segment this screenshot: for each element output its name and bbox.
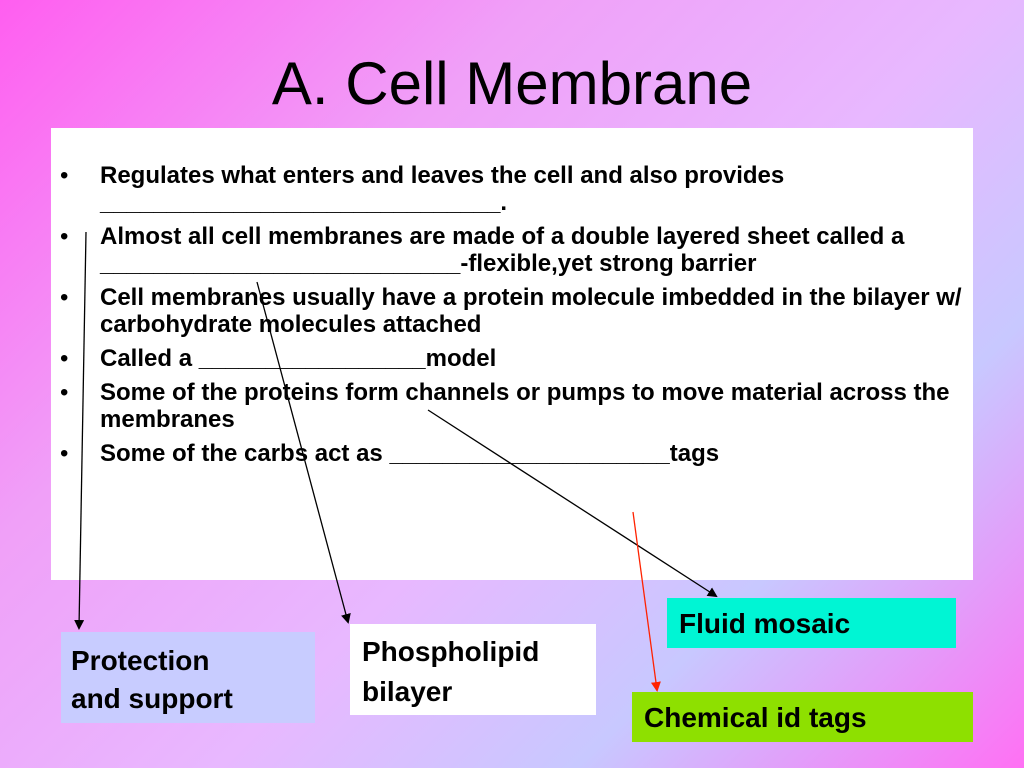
bullet-item-channels: • Some of the proteins form channels or …: [0, 379, 1024, 433]
answer-box-protection: Protection and support: [61, 632, 315, 723]
bullet-text: Some of the carbs act as _______________…: [100, 440, 720, 467]
bullet-item-protein: • Cell membranes usually have a protein …: [0, 284, 1024, 338]
answer-text: Chemical id tags: [644, 702, 867, 733]
answer-text-line: bilayer: [362, 676, 453, 707]
bullet-dot: •: [60, 223, 69, 250]
bullet-item-bilayer: • Almost all cell membranes are made of …: [0, 223, 1024, 277]
answer-box-chemical-tags: Chemical id tags: [632, 692, 973, 742]
bullet-dot: •: [60, 284, 69, 311]
answer-box-phospholipid: Phospholipid bilayer: [350, 624, 596, 715]
bullet-item-tags: • Some of the carbs act as _____________…: [0, 440, 1024, 467]
bullet-text: Some of the proteins form channels or pu…: [100, 379, 950, 433]
bullet-dot: •: [60, 345, 69, 372]
bullet-dot: •: [60, 379, 69, 406]
answer-box-fluid-mosaic: Fluid mosaic: [667, 598, 956, 648]
bullet-text: Regulates what enters and leaves the cel…: [100, 162, 785, 216]
answer-text-line: Protection: [71, 645, 210, 676]
bullet-text: Cell membranes usually have a protein mo…: [100, 284, 962, 338]
bullet-dot: •: [60, 440, 69, 467]
slide-title: A. Cell Membrane: [271, 50, 753, 117]
bullet-text: Almost all cell membranes are made of a …: [100, 223, 905, 277]
answer-text-line: and support: [71, 683, 233, 714]
answer-text: Fluid mosaic: [679, 608, 851, 639]
bullet-item-protection: • Regulates what enters and leaves the c…: [0, 162, 1024, 216]
bullet-list: • Regulates what enters and leaves the c…: [0, 162, 1024, 474]
answer-text-line: Phospholipid: [362, 636, 540, 667]
bullet-item-model: • Called a _________________model: [0, 345, 1024, 372]
bullet-text: Called a _________________model: [100, 345, 497, 372]
bullet-dot: •: [60, 162, 69, 189]
